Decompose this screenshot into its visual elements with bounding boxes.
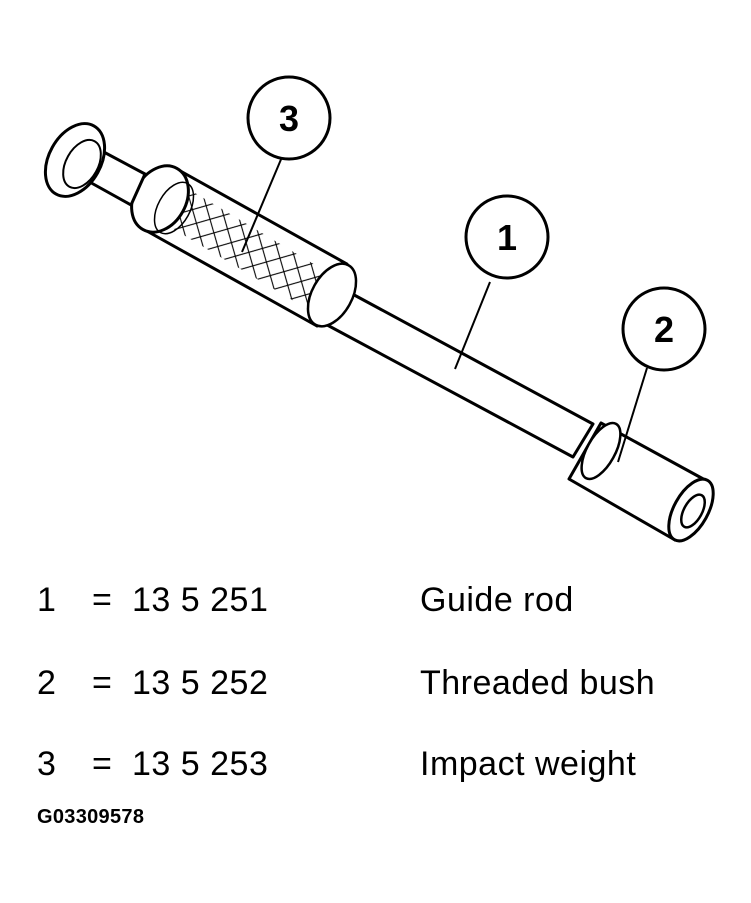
threaded-bush [567, 421, 715, 543]
legend-description: Guide rod [420, 581, 574, 619]
leader-line-2 [617, 367, 648, 463]
legend-separator: = [92, 745, 112, 783]
legend-part-number: 13 5 253 [132, 745, 269, 783]
tool-illustration: 1 2 3 [43, 75, 715, 543]
legend-item-number: 2 [37, 664, 56, 702]
callout-3: 3 [246, 75, 332, 161]
legend-description: Threaded bush [420, 664, 656, 702]
svg-text:2: 2 [654, 309, 674, 350]
impact-weight [130, 164, 358, 328]
legend-separator: = [92, 581, 112, 619]
legend-row: 1 = 13 5 251 Guide rod [0, 580, 751, 620]
leader-line-3 [241, 156, 283, 253]
svg-text:3: 3 [279, 98, 299, 139]
legend-row: 2 = 13 5 252 Threaded bush [0, 663, 751, 703]
callout-2: 2 [621, 286, 707, 372]
legend-description: Impact weight [420, 745, 637, 783]
legend-item-number: 3 [37, 745, 56, 783]
end-cap [43, 122, 147, 207]
svg-text:1: 1 [497, 217, 517, 258]
legend-part-number: 13 5 252 [132, 664, 269, 702]
leader-line-1 [454, 281, 491, 370]
guide-rod [314, 281, 595, 459]
figure-id: G03309578 [37, 806, 145, 828]
legend-row: 3 = 13 5 253 Impact weight [0, 744, 751, 784]
legend-part-number: 13 5 251 [132, 581, 269, 619]
legend-separator: = [92, 664, 112, 702]
callout-1: 1 [464, 194, 550, 280]
legend-item-number: 1 [37, 581, 56, 619]
